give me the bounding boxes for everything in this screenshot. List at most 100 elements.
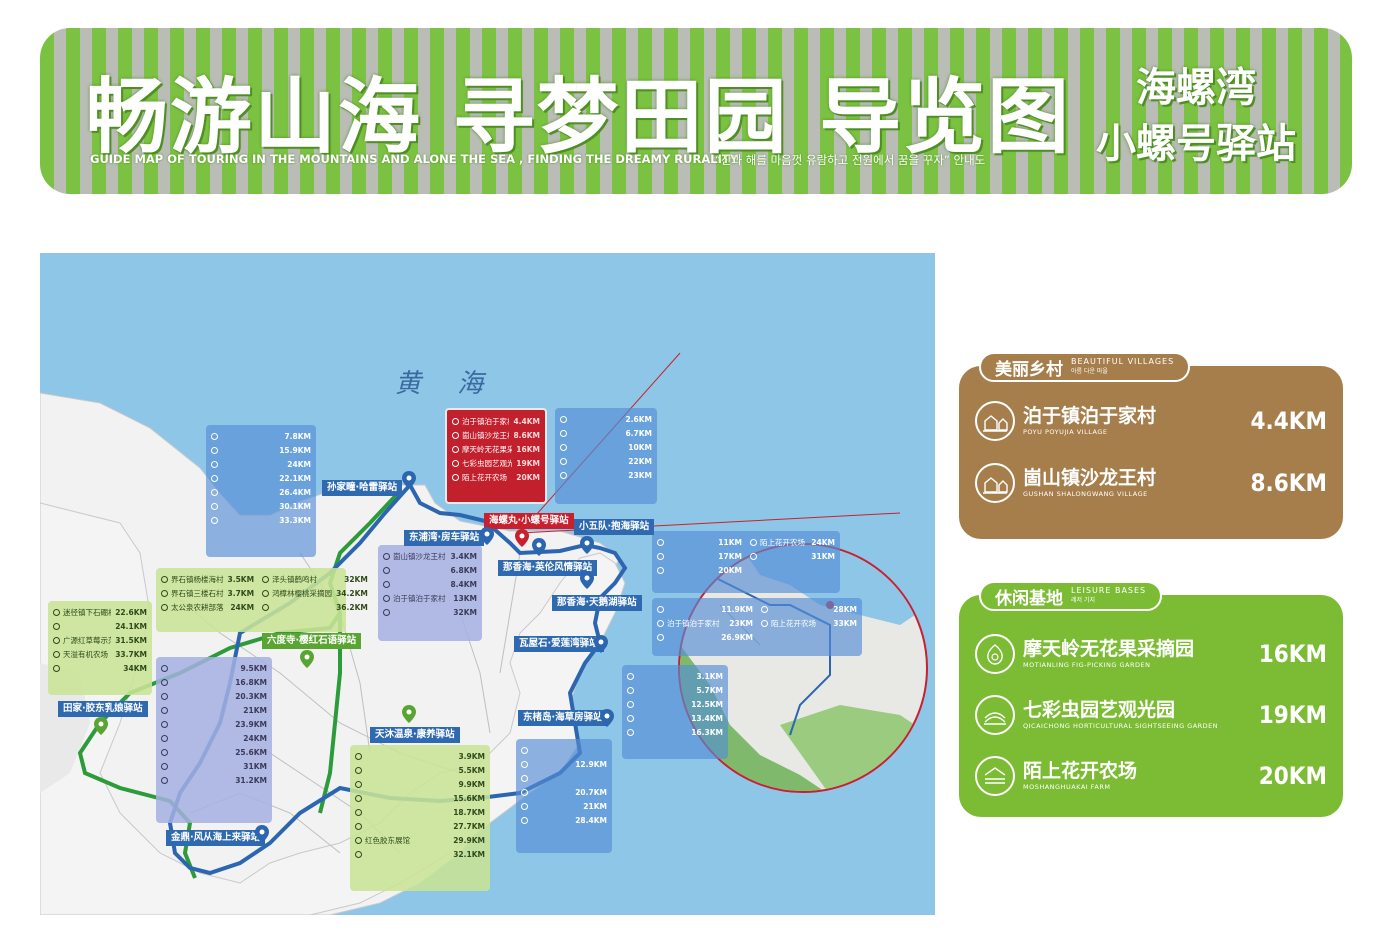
featured-row: 七彩虫园艺观光园19KM [452, 456, 540, 470]
station-name-line1: 海螺湾 [1136, 65, 1256, 111]
station-tag-hailuowan[interactable]: 海螺丸·小螺号驿站 [484, 513, 574, 529]
panel-row: 5.7KM [627, 683, 723, 697]
station-tag-sunjiatuan[interactable]: 孙家疃·哈雷驿站 [322, 480, 403, 496]
panel-row: 15.9KM [211, 443, 311, 457]
panel-row: 20.3KM [161, 689, 267, 703]
panel-row: 20.7KM [521, 785, 607, 799]
panel-row: 12.9KM [521, 757, 607, 771]
panel-row: 32KM [383, 605, 477, 619]
subtitle-english: GUIDE MAP OF TOURING IN THE MOUNTAINS AN… [90, 152, 739, 166]
panel-row: 广源红草莓示范园31.5KM [53, 633, 147, 647]
station-panel-c: 2.6KM 6.7KM 10KM 22KM 23KM [555, 408, 657, 504]
map-pin-icon[interactable] [402, 471, 416, 489]
leisure-title: 休闲基地 [995, 588, 1063, 609]
map-pin-icon[interactable] [600, 709, 614, 727]
station-tag-wawushi[interactable]: 瓦屋石·爱莲湾驿站 [514, 636, 604, 652]
leisure-item-horticultural-garden[interactable]: 七彩虫园艺观光园 QICAICHONG HORTICULTURAL SIGHTS… [975, 692, 1327, 738]
featured-row: 摩天岭无花果采摘园16KM [452, 442, 540, 456]
map-pin-icon[interactable] [532, 538, 546, 556]
villages-title: 美丽乡村 [995, 359, 1063, 380]
green-route-3 [318, 613, 342, 814]
station-tag-jinding[interactable]: 金鼎·风从海上来驿站 [166, 830, 266, 846]
panel-row: 31KM [161, 759, 267, 773]
page-title: 畅游山海 寻梦田园 导览图 [86, 70, 1072, 165]
panel-row: 34KM [53, 661, 147, 675]
village-item-shalongwang[interactable]: 崮山镇沙龙王村 GUSHAN SHALONGWANG VILLAGE 8.6KM [975, 460, 1327, 506]
station-tag-dongchudao[interactable]: 东楮岛·海草房驿站 [518, 710, 608, 726]
header-banner: 畅游山海 寻梦田园 导览图 GUIDE MAP OF TOURING IN TH… [40, 28, 1352, 194]
panel-row: 22.1KM [211, 471, 311, 485]
station-tag-tianmu[interactable]: 天沐温泉·康养驿站 [370, 727, 460, 743]
station-tag-liudusi[interactable]: 六度寺·樱红石语驿站 [262, 633, 362, 649]
garden-icon [975, 695, 1015, 735]
station-tag-xiaowudui[interactable]: 小五队·抱海驿站 [574, 519, 655, 535]
village-icon [975, 401, 1015, 441]
panel-row: 2.6KM [560, 412, 652, 426]
map-pin-icon[interactable] [580, 536, 594, 554]
panel-row: 16.3KM [627, 725, 723, 739]
leisure-name-en: QICAICHONG HORTICULTURAL SIGHTSEEING GAR… [1023, 722, 1219, 730]
leisure-name: 陌上花开农场 [1023, 760, 1138, 782]
map-pin-icon[interactable] [255, 825, 269, 843]
village-distance: 4.4KM [1250, 407, 1327, 435]
panel-row: 6.8KM [383, 563, 477, 577]
panel-row: 15.6KM [355, 791, 485, 805]
panel-row: 26.9KM [657, 630, 753, 644]
panel-row: 17KM [657, 549, 742, 563]
station-tag-tianjia[interactable]: 田家·胶东乳娘驿站 [58, 701, 148, 717]
panel-row: 24KM [211, 457, 311, 471]
panel-row: 3.9KM [355, 749, 485, 763]
panel-row: 9.5KM [161, 661, 267, 675]
panel-row: 24KM [161, 731, 267, 745]
leisure-name: 摩天岭无花果采摘园 [1023, 638, 1195, 660]
panel-row: 30.1KM [211, 499, 311, 513]
map-pin-icon[interactable] [94, 717, 108, 735]
village-name: 泊于镇泊于家村 [1023, 405, 1157, 427]
station-tag-naxianghai-tiane[interactable]: 那香海·天鹅湖驿站 [552, 595, 642, 611]
leisure-name: 七彩虫园艺观光园 [1023, 699, 1176, 721]
village-name: 崮山镇沙龙王村 [1023, 467, 1157, 489]
station-name-line2: 小螺号驿站 [1096, 121, 1296, 167]
land-southwest [40, 663, 90, 793]
village-name-en: POYU POYUJIA VILLAGE [1023, 428, 1108, 436]
leisure-item-farm[interactable]: 陌上花开农场 MOSHANGHUAKAI FARM 20KM [975, 753, 1327, 799]
village-icon [975, 463, 1015, 503]
panel-row: 3.1KM [627, 669, 723, 683]
map-pin-icon[interactable] [580, 571, 594, 589]
panel-row: 16.8KM [161, 675, 267, 689]
panel-row: 36.2KM [262, 600, 368, 614]
village-item-poyujia[interactable]: 泊于镇泊于家村 POYU POYUJIA VILLAGE 4.4KM [975, 398, 1327, 444]
map-pin-icon[interactable] [402, 705, 416, 723]
map-pin-icon[interactable] [300, 650, 314, 668]
station-tag-dongpuwan[interactable]: 东浦湾·房车驿站 [404, 530, 485, 546]
map-pin-icon[interactable] [480, 527, 494, 545]
map-pin-icon-current[interactable] [515, 529, 529, 547]
map-pin-icon[interactable] [594, 635, 608, 653]
leisure-item-fig-garden[interactable]: 摩天岭无花果采摘园 MOTIANLING FIG-PICKING GARDEN … [975, 631, 1327, 677]
panel-row: 31KM [750, 549, 835, 563]
station-panel-i: 3.9KM 5.5KM 9.9KM 15.6KM 18.7KM 27.7KM 红… [350, 745, 490, 891]
leisure-distance: 19KM [1258, 701, 1327, 729]
panel-row: 31.2KM [161, 773, 267, 787]
station-name: 海螺湾 小螺号驿站 [1096, 60, 1296, 172]
leisure-distance: 16KM [1258, 640, 1327, 668]
station-tag-naxianghai-yinglun[interactable]: 那香海·英伦风情驿站 [498, 560, 598, 576]
